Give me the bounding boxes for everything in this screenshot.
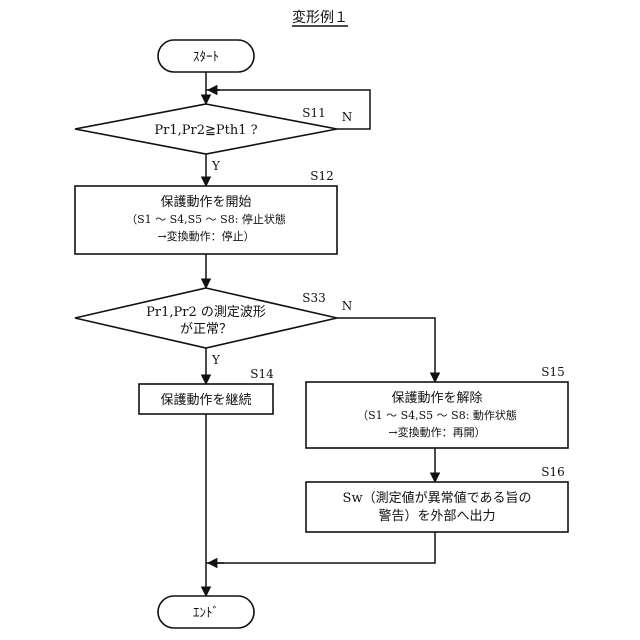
s16-step-id: S16	[541, 465, 565, 479]
s12-step-id: S12	[310, 169, 334, 183]
s15-line1: 保護動作を解除	[391, 390, 482, 406]
s33-no-label: N	[342, 299, 353, 313]
process-s16	[306, 482, 568, 532]
diagram-title: 変形例１	[292, 9, 348, 26]
connector-s16-merge	[206, 532, 435, 563]
end-label: ｴﾝﾄﾞ	[193, 606, 219, 621]
s14-step-id: S14	[250, 367, 274, 381]
s12-line3: →変換動作：停止）	[157, 229, 254, 243]
s33-yes-label: Y	[211, 353, 221, 367]
s15-line2: （S1 ～ S4,S5 ～ S8: 動作状態	[357, 408, 517, 422]
s33-step-id: S33	[302, 291, 326, 305]
s33-line1: Pr1,Pr2 の測定波形	[146, 305, 266, 320]
connector-s33-no	[337, 318, 435, 382]
s16-line1: Sw（測定値が異常値である旨の	[343, 490, 532, 506]
s14-line1: 保護動作を継続	[160, 392, 251, 408]
s12-line2: （S1 ～ S4,S5 ～ S8: 停止状態	[126, 212, 286, 226]
s11-yes-label: Y	[211, 159, 221, 173]
s11-no-label: N	[342, 110, 353, 124]
s16-line2: 警告）を外部へ出力	[378, 508, 495, 524]
s15-line3: →変換動作：再開）	[388, 425, 485, 439]
start-label: ｽﾀｰﾄ	[193, 50, 219, 65]
s33-line2: が正常？	[180, 322, 232, 337]
s15-step-id: S15	[541, 365, 565, 379]
s12-line1: 保護動作を開始	[160, 194, 251, 210]
s11-question: Pr1,Pr2≧Pth1 ?	[154, 123, 257, 138]
s11-step-id: S11	[302, 106, 326, 120]
